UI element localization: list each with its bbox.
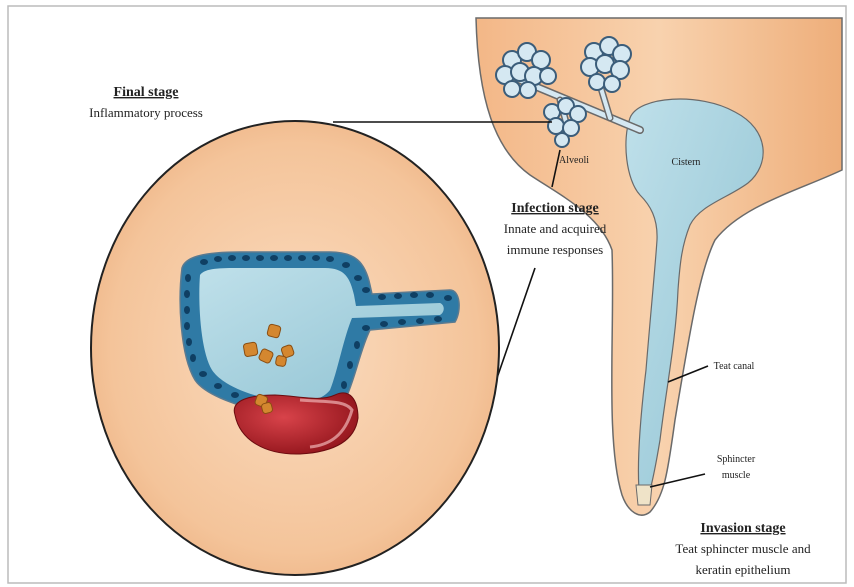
infection-stage-title: Infection stage [511, 201, 599, 216]
final-stage-desc: Inflammatory process [89, 105, 203, 120]
invasion-stage-title: Invasion stage [700, 521, 785, 536]
infection-stage-desc-1: Innate and acquired [504, 221, 607, 236]
magnified-alveolus [91, 121, 499, 575]
connector-infection-zoom [497, 268, 535, 378]
cistern-label: Cistern [672, 157, 701, 168]
sphincter-muscle [636, 485, 652, 505]
infection-stage-desc-2: immune responses [507, 242, 603, 257]
alveoli-label: Alveoli [559, 155, 589, 166]
final-stage-title: Final stage [114, 85, 179, 100]
sphincter-label-2: muscle [722, 470, 751, 481]
udder-cross-section [476, 18, 842, 515]
invasion-stage-desc-2: keratin epithelium [696, 562, 791, 577]
sphincter-label-1: Sphincter [717, 454, 756, 465]
invasion-stage-desc-1: Teat sphincter muscle and [675, 541, 811, 556]
teat-canal-label: Teat canal [714, 361, 755, 372]
